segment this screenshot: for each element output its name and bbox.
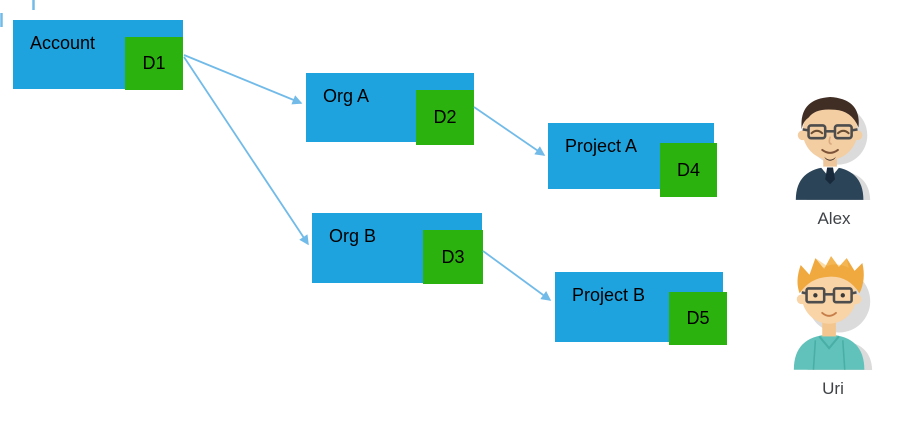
node-org-a-label: Org A — [323, 86, 370, 106]
alex-avatar-icon — [795, 97, 871, 200]
edge-account-to-org-a — [183, 54, 303, 105]
badge-d5: D5 — [669, 292, 727, 345]
user-alex: Alex — [786, 92, 882, 229]
node-project-b-label: Project B — [572, 285, 646, 305]
node-project-a-label: Project A — [565, 136, 638, 156]
node-account-label: Account — [30, 33, 96, 53]
user-uri: Uri — [785, 250, 881, 399]
user-alex-name: Alex — [817, 209, 851, 228]
badge-d3: D3 — [423, 230, 483, 284]
badge-d1: D1 — [125, 37, 183, 90]
edge-account-to-org-b — [183, 56, 309, 246]
node-org-b-label: Org B — [329, 226, 377, 246]
badge-d2: D2 — [416, 90, 474, 145]
uri-avatar-icon — [793, 256, 873, 370]
edge-org-a-to-project-a — [473, 106, 546, 156]
badge-d4: D4 — [660, 143, 717, 197]
edge-org-b-to-project-b — [482, 250, 552, 301]
user-uri-name: Uri — [822, 379, 844, 398]
